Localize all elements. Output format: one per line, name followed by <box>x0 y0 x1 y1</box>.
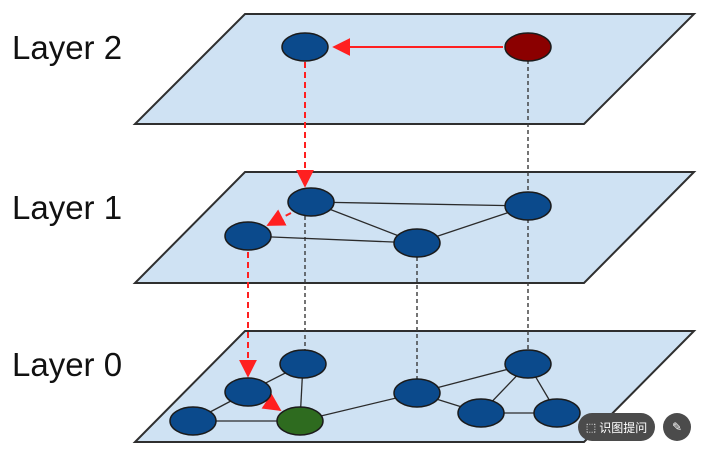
layer-plane-1 <box>132 171 697 284</box>
graph-node <box>224 221 272 251</box>
target-node <box>276 406 324 436</box>
graph-node <box>169 406 217 436</box>
edge <box>247 235 418 244</box>
graph-node <box>393 228 441 258</box>
graph-node <box>504 349 552 379</box>
layer-label-2: Layer 2 <box>12 29 122 66</box>
entry-node <box>504 32 552 62</box>
graph-node <box>224 377 272 407</box>
graph-node <box>457 398 505 428</box>
edit-icon: ✎ <box>671 420 683 434</box>
ocr-question-button[interactable]: ⬚ 识图提问 <box>578 413 655 441</box>
ocr-question-label: 识图提问 <box>599 420 648 435</box>
scan-icon: ⬚ <box>585 420 597 434</box>
layer-label-0: Layer 0 <box>12 346 122 383</box>
graph-node <box>504 191 552 221</box>
layer-plane-2 <box>132 13 697 125</box>
graph-node <box>279 349 327 379</box>
graph-node <box>281 32 329 62</box>
graph-node <box>287 187 335 217</box>
graph-node <box>393 378 441 408</box>
layer-label-1: Layer 1 <box>12 189 122 226</box>
edit-button[interactable]: ✎ <box>663 413 691 441</box>
graph-node <box>533 398 581 428</box>
search-arrow <box>261 393 282 411</box>
search-arrow <box>266 209 292 226</box>
edge <box>310 201 529 207</box>
